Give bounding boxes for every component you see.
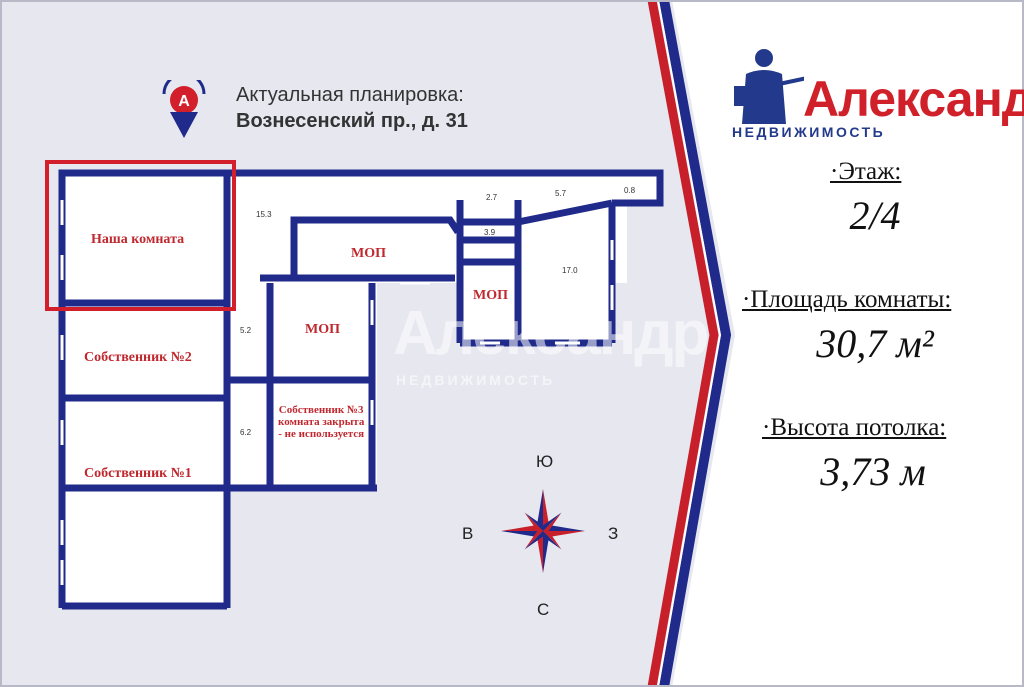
windows (60, 200, 614, 585)
area-17-0: 17.0 (562, 266, 578, 275)
floor-value: 2/4 (849, 193, 901, 238)
agent-figure-icon (734, 49, 804, 124)
compass-rose-icon (501, 489, 585, 573)
brand-subtitle: НЕДВИЖИМОСТЬ (732, 124, 886, 140)
header-title: Актуальная планировка: (236, 84, 464, 106)
area-5-7: 5.7 (555, 189, 567, 198)
area-label: ·Площадь комнаты: (742, 286, 952, 313)
header-address: Вознесенский пр., д. 31 (236, 110, 468, 132)
compass-south: С (537, 600, 550, 619)
height-value: 3,73 м (820, 449, 926, 494)
brand-name: Александр (803, 71, 1024, 127)
watermark-subtitle: НЕДВИЖИМОСТЬ (396, 372, 556, 388)
compass-west: В (462, 524, 474, 543)
blue-stripe (659, 0, 732, 687)
badge-letter: А (178, 93, 190, 110)
area-15-3: 15.3 (256, 210, 272, 219)
owner3-line1: Собственник №3 (278, 404, 364, 416)
location-pin-icon: А (162, 80, 206, 138)
room-mop-upper: МОП (351, 246, 386, 261)
area-6-2: 6.2 (240, 428, 252, 437)
owner3-line3: - не используется (278, 428, 365, 440)
area-value: 30,7 м² (816, 321, 934, 366)
floor-plan (45, 160, 664, 610)
room-mop-right: МОП (473, 288, 508, 303)
room-owner2: Собственник №2 (84, 350, 192, 365)
area-2-7: 2.7 (486, 193, 498, 202)
compass-north: Ю (536, 452, 554, 471)
compass-east: З (608, 524, 619, 543)
room-owner3: Собственник №3 комната закрыта - не испо… (278, 404, 364, 440)
white-stripe (657, 0, 722, 687)
owner3-line2: комната закрыта (278, 416, 365, 428)
area-0-8: 0.8 (624, 186, 636, 195)
info-panel (672, 0, 1024, 687)
room-owner1: Собственник №1 (84, 466, 192, 481)
walls (58, 169, 664, 610)
watermark-name: Александр (393, 299, 709, 368)
room-fills (62, 173, 662, 608)
floor-label: ·Этаж: (830, 158, 902, 185)
area-3-9: 3.9 (484, 228, 496, 237)
our-room-highlight (45, 160, 236, 311)
height-label: ·Высота потолка: (762, 414, 947, 441)
room-our: Наша комната (91, 232, 185, 247)
area-5-2: 5.2 (240, 326, 252, 335)
red-stripe (647, 0, 719, 687)
room-mop-middle: МОП (305, 322, 340, 337)
